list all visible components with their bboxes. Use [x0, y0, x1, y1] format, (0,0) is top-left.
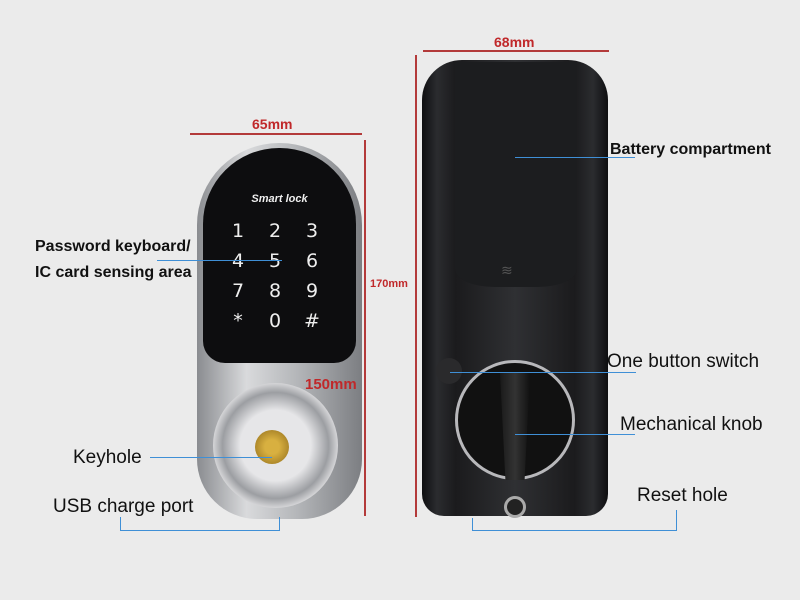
- dimension-front-height: 150mm: [305, 376, 357, 393]
- key: 5: [268, 250, 282, 272]
- dimension-back-width: 68mm: [494, 34, 535, 50]
- keypad: 1 2 3 4 5 6 7 8 9 * 0 #: [223, 220, 338, 340]
- key: 6: [305, 250, 319, 272]
- leader-button: [450, 372, 636, 373]
- leader-password: [157, 260, 282, 261]
- leader-knob: [515, 434, 635, 435]
- key: *: [233, 310, 243, 332]
- leader-battery: [515, 157, 635, 158]
- dimension-back-height: 170mm: [370, 278, 408, 290]
- label-password-line2: IC card sensing area: [35, 264, 192, 281]
- dimension-line-front-width: [190, 133, 362, 135]
- keyhole-icon: [255, 430, 289, 464]
- key: 0: [268, 310, 282, 332]
- key: 2: [268, 220, 282, 242]
- brand-label: Smart lock: [251, 193, 308, 205]
- label-keyhole: Keyhole: [73, 447, 142, 468]
- label-reset: Reset hole: [637, 485, 728, 506]
- leader-usb: [120, 517, 280, 531]
- leader-reset-tick: [472, 518, 473, 530]
- key: 3: [305, 220, 319, 242]
- key: 8: [268, 280, 282, 302]
- dimension-line-front-height: [364, 140, 366, 516]
- label-battery: Battery compartment: [610, 141, 771, 158]
- dimension-front-width: 65mm: [252, 116, 293, 132]
- label-password-line1: Password keyboard/: [35, 238, 191, 255]
- keypad-panel: Smart lock 1 2 3 4 5 6 7 8 9 * 0 #: [203, 148, 356, 363]
- leader-reset: [472, 510, 677, 531]
- key: 1: [231, 220, 245, 242]
- key: 4: [231, 250, 245, 272]
- battery-cover: ≋: [455, 62, 577, 287]
- label-knob: Mechanical knob: [620, 414, 763, 435]
- label-button: One button switch: [607, 351, 760, 372]
- one-button-switch: [436, 358, 462, 384]
- reset-hole: [504, 496, 526, 518]
- label-usb: USB charge port: [53, 496, 194, 517]
- dimension-line-back-width: [423, 50, 609, 52]
- key: 7: [231, 280, 245, 302]
- knob-lever: [500, 372, 530, 480]
- leader-keyhole: [150, 457, 272, 458]
- key: #: [304, 310, 320, 332]
- dimension-line-back-height: [415, 55, 417, 517]
- key: 9: [305, 280, 319, 302]
- wireless-icon: ≋: [501, 262, 513, 278]
